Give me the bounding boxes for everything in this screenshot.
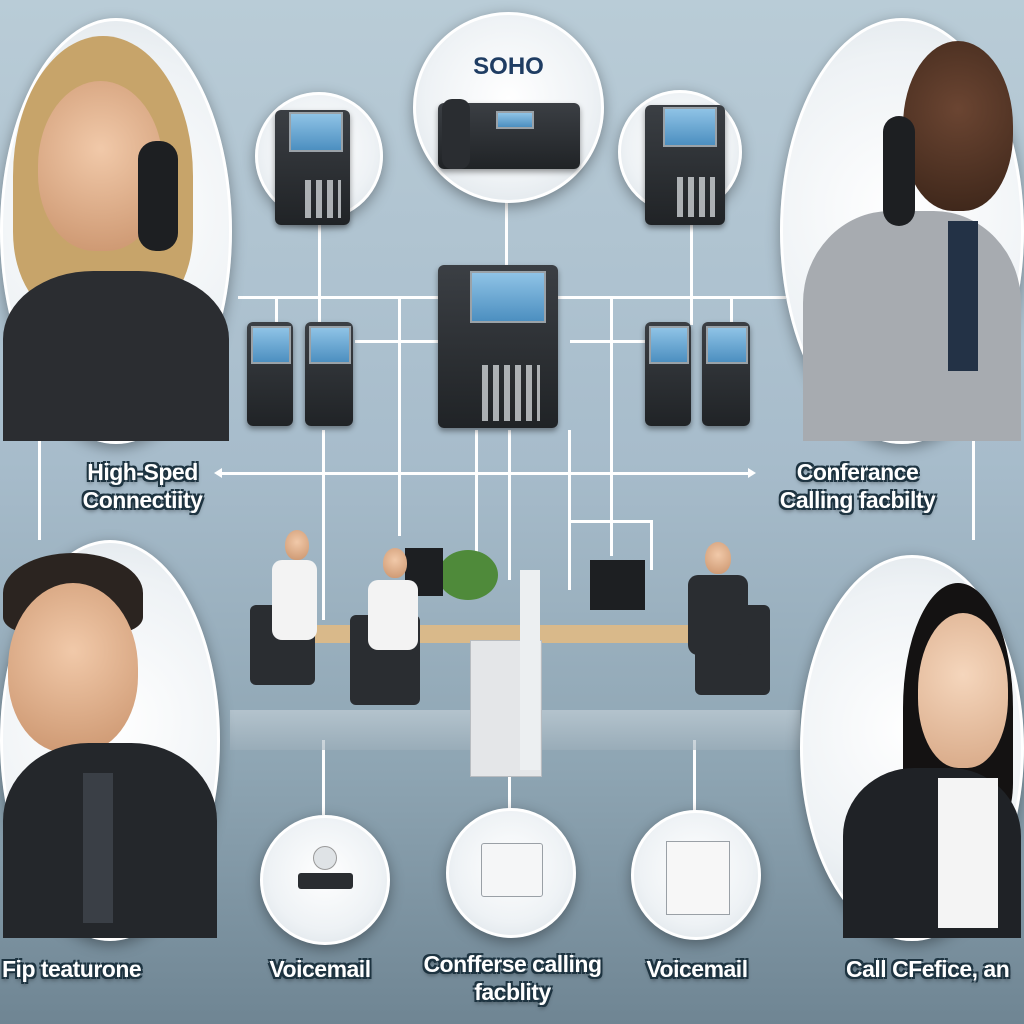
connector-line (570, 340, 645, 343)
connector-line (355, 340, 440, 343)
phone-screen (706, 326, 748, 364)
connector-line (275, 296, 278, 326)
connector-line (322, 430, 325, 620)
phone-screen (289, 112, 343, 152)
monitor (590, 560, 645, 610)
worker-head (285, 530, 309, 560)
phone-screen (470, 271, 546, 323)
bottom-label-conference: Confferse calling facblity (423, 951, 602, 1005)
voicemail-screen-circle (631, 810, 761, 940)
partition (520, 570, 540, 770)
connector-line (570, 520, 650, 523)
connector-line (38, 440, 41, 540)
connector-line (318, 220, 321, 325)
connector-line (610, 296, 613, 556)
desk-phone-icon (438, 99, 580, 169)
connector-line (475, 430, 478, 560)
keypad (677, 177, 715, 217)
portrait-man-smiling (0, 540, 220, 941)
jacket (803, 211, 1021, 441)
connector-line (322, 740, 325, 815)
handset (442, 99, 470, 169)
desk-phone-icon (247, 322, 293, 426)
connector-line (398, 296, 401, 536)
bottom-label-voicemail-1: Voicemail (269, 956, 371, 982)
voicemail-device-icon (298, 873, 353, 889)
arrow-left-icon (214, 468, 222, 478)
conference-device-icon (481, 843, 543, 897)
central-desk-phone-icon (438, 265, 558, 428)
worker-body (272, 560, 317, 640)
voicemail-device-circle (260, 815, 390, 945)
worker-head (383, 548, 407, 578)
connector-line (508, 430, 511, 580)
desk-phone-icon (645, 105, 725, 225)
desk-phone-icon (275, 110, 350, 225)
soho-title: SOHO (473, 53, 544, 80)
connector-line (972, 440, 975, 540)
handset-icon (883, 116, 915, 226)
worker-body (688, 575, 748, 655)
portrait-woman-smiling (800, 555, 1024, 941)
connector-line (650, 520, 653, 570)
desk-phone-icon (645, 322, 691, 426)
connector-line (505, 200, 508, 270)
bottom-label-voicemail-2: Voicemail (646, 956, 748, 982)
device-button (313, 846, 337, 870)
portrait-man-on-phone (780, 18, 1024, 444)
keypad (482, 365, 540, 421)
soho-phone-circle: SOHO (413, 12, 604, 203)
voicemail-screen-icon (666, 841, 730, 915)
connector-line (730, 296, 733, 326)
phone-screen (309, 326, 351, 364)
plant (438, 550, 498, 600)
blouse (938, 778, 998, 928)
face (918, 613, 1008, 768)
bottom-label-5: Call CFefice, an (846, 956, 1010, 982)
worker-head (705, 542, 731, 574)
jacket (3, 271, 229, 441)
desk-phone-icon (305, 322, 353, 426)
worker-body (368, 580, 418, 650)
keypad (305, 180, 341, 218)
bottom-label-1: Fip teaturone (2, 956, 142, 982)
arrow-right-icon (748, 468, 756, 478)
face (8, 583, 138, 753)
connector-line (693, 740, 696, 815)
desk-phone-icon (702, 322, 750, 426)
portrait-woman-on-phone (0, 18, 232, 444)
phone-screen (649, 326, 689, 364)
face (903, 41, 1013, 211)
conference-device-circle (446, 808, 576, 938)
conference-calling-label: Conferance Calling facbilty (779, 459, 936, 513)
connector-line (568, 430, 571, 590)
phone-screen (663, 107, 717, 147)
connector-line (220, 472, 750, 475)
tie (83, 773, 113, 923)
tie (948, 221, 978, 371)
connector-line (690, 220, 693, 325)
phone-screen (251, 326, 291, 364)
handset-icon (138, 141, 178, 251)
high-speed-connectivity-label: High-Sped Connectiity (82, 459, 203, 513)
phone-screen (496, 111, 534, 129)
